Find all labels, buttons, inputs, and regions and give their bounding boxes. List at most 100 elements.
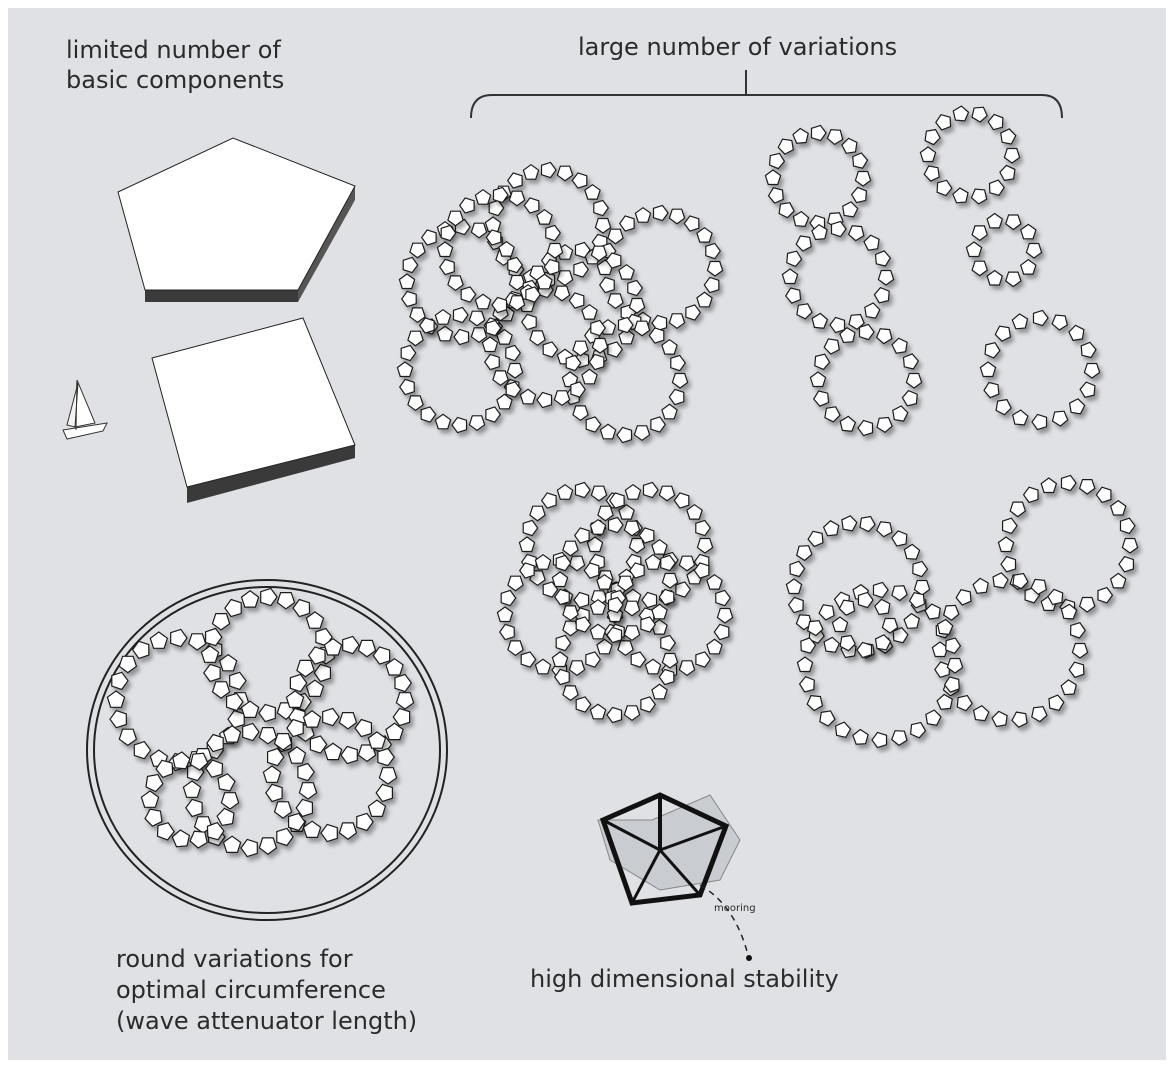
pentagon-tile	[589, 623, 607, 640]
pentagon-tile	[943, 676, 960, 693]
pentagon-tile	[507, 256, 524, 274]
pentagon-tile	[1069, 622, 1086, 639]
pentagon-tile	[908, 592, 926, 609]
variation-ring	[979, 309, 1101, 431]
pentagon-tile	[588, 353, 605, 371]
pentagon-tile	[522, 519, 539, 537]
pentagon-tile	[240, 590, 260, 608]
pentagon-tile	[307, 646, 326, 665]
pentagon-tile	[787, 596, 804, 614]
pentagon-tile	[1060, 603, 1078, 620]
pentagon-tile	[338, 711, 358, 730]
pentagon-tile	[979, 361, 997, 378]
pentagon-tile	[1083, 362, 1101, 379]
pentagon-tile	[875, 328, 893, 345]
pentagon-tile	[988, 179, 1005, 196]
pentagon-tile	[561, 371, 579, 388]
components-label-line1: limited number of	[66, 36, 281, 64]
pentagon-tile	[651, 538, 668, 555]
pentagon-tile	[640, 696, 657, 713]
pentagon-tile	[661, 403, 678, 420]
pentagon-tile	[573, 261, 590, 278]
round-ring	[140, 751, 240, 849]
pentagon-tile	[607, 228, 624, 245]
pentagon-tile	[781, 268, 799, 285]
variation-ring	[781, 220, 895, 334]
large-cluster-ring	[396, 306, 524, 434]
pentagon-tile	[418, 317, 435, 334]
pentagon-tile	[568, 660, 586, 677]
pentagon-tile	[586, 536, 604, 553]
pentagon-tile	[224, 598, 242, 618]
pentagon-tile	[402, 256, 419, 274]
pentagon-tile	[983, 381, 1000, 399]
pentagon-tile	[485, 229, 502, 246]
pentagon-tile	[295, 798, 313, 818]
pentagon-tile	[706, 573, 723, 590]
pentagon-tile	[400, 344, 417, 362]
pentagon-tile	[1031, 706, 1048, 723]
stability-detail	[597, 792, 752, 961]
pentagon-tile	[826, 128, 844, 146]
sailboat-icon	[62, 379, 108, 440]
variation-ring	[919, 105, 1021, 205]
pentagon-tile	[553, 588, 570, 606]
pentagon-tile	[633, 425, 651, 442]
pentagon-tile	[229, 671, 247, 691]
pentagon-tile	[496, 393, 513, 410]
pentagon-tile	[599, 423, 617, 440]
pentagon-tile	[658, 485, 676, 502]
pentagon-tile	[340, 745, 358, 765]
pentagon-tile	[506, 362, 524, 379]
pentagon-tile	[571, 172, 588, 189]
pentagon-tile	[596, 573, 613, 590]
pentagon-tile	[644, 658, 662, 675]
pentagon-tile	[451, 416, 468, 434]
pentagon-tile	[447, 275, 464, 292]
pentagon-tile	[575, 696, 592, 713]
pentagon-tile	[171, 829, 191, 848]
pentagon-tile	[789, 560, 806, 578]
pentagon-tile	[903, 543, 921, 560]
pentagon-tile	[873, 286, 890, 304]
pentagon-tile	[786, 250, 803, 268]
pentagon-tile	[796, 545, 813, 562]
pentagon-tile	[606, 706, 623, 724]
pentagon-tile	[367, 731, 387, 749]
pentagon-tile	[570, 381, 587, 398]
pentagon-tile	[436, 241, 454, 258]
pentagon-tile	[1080, 341, 1097, 359]
pentagon-tile	[1032, 309, 1049, 327]
pentagon-tile	[518, 536, 536, 553]
pentagon-tile	[189, 752, 209, 771]
pentagon-tile	[109, 709, 127, 729]
pentagon-tile	[144, 808, 163, 827]
mooring-frame	[599, 792, 730, 906]
pentagon-tile	[686, 503, 703, 520]
pentagon-tile	[453, 328, 470, 346]
pentagon-tile	[847, 225, 865, 242]
pentagon-tile	[972, 577, 989, 594]
pentagon-tile	[240, 838, 258, 858]
pentagon-tile	[518, 562, 535, 579]
square-component	[151, 317, 356, 503]
pentagon-tile	[568, 292, 585, 309]
pentagon-tile	[357, 744, 377, 763]
pentagon-tile	[912, 560, 929, 578]
pentagon-tile	[713, 623, 730, 641]
pentagon-tile	[807, 619, 824, 637]
pentagon-tile	[696, 537, 714, 554]
pentagon-tile	[385, 722, 404, 741]
pentagon-tile	[661, 652, 679, 669]
pentagon-tile	[1040, 477, 1058, 494]
pentagon-tile	[852, 152, 869, 169]
pentagon-tile	[593, 199, 610, 217]
pentagon-tile	[218, 653, 238, 672]
pentagon-tile	[923, 165, 940, 182]
pentagon-tile	[863, 234, 880, 251]
pentagon-tile	[470, 222, 488, 239]
pentagon-tile	[683, 215, 700, 232]
pentagon-tile	[590, 319, 607, 337]
pentagon-tile	[633, 320, 651, 337]
pentagon-tile	[556, 483, 574, 500]
